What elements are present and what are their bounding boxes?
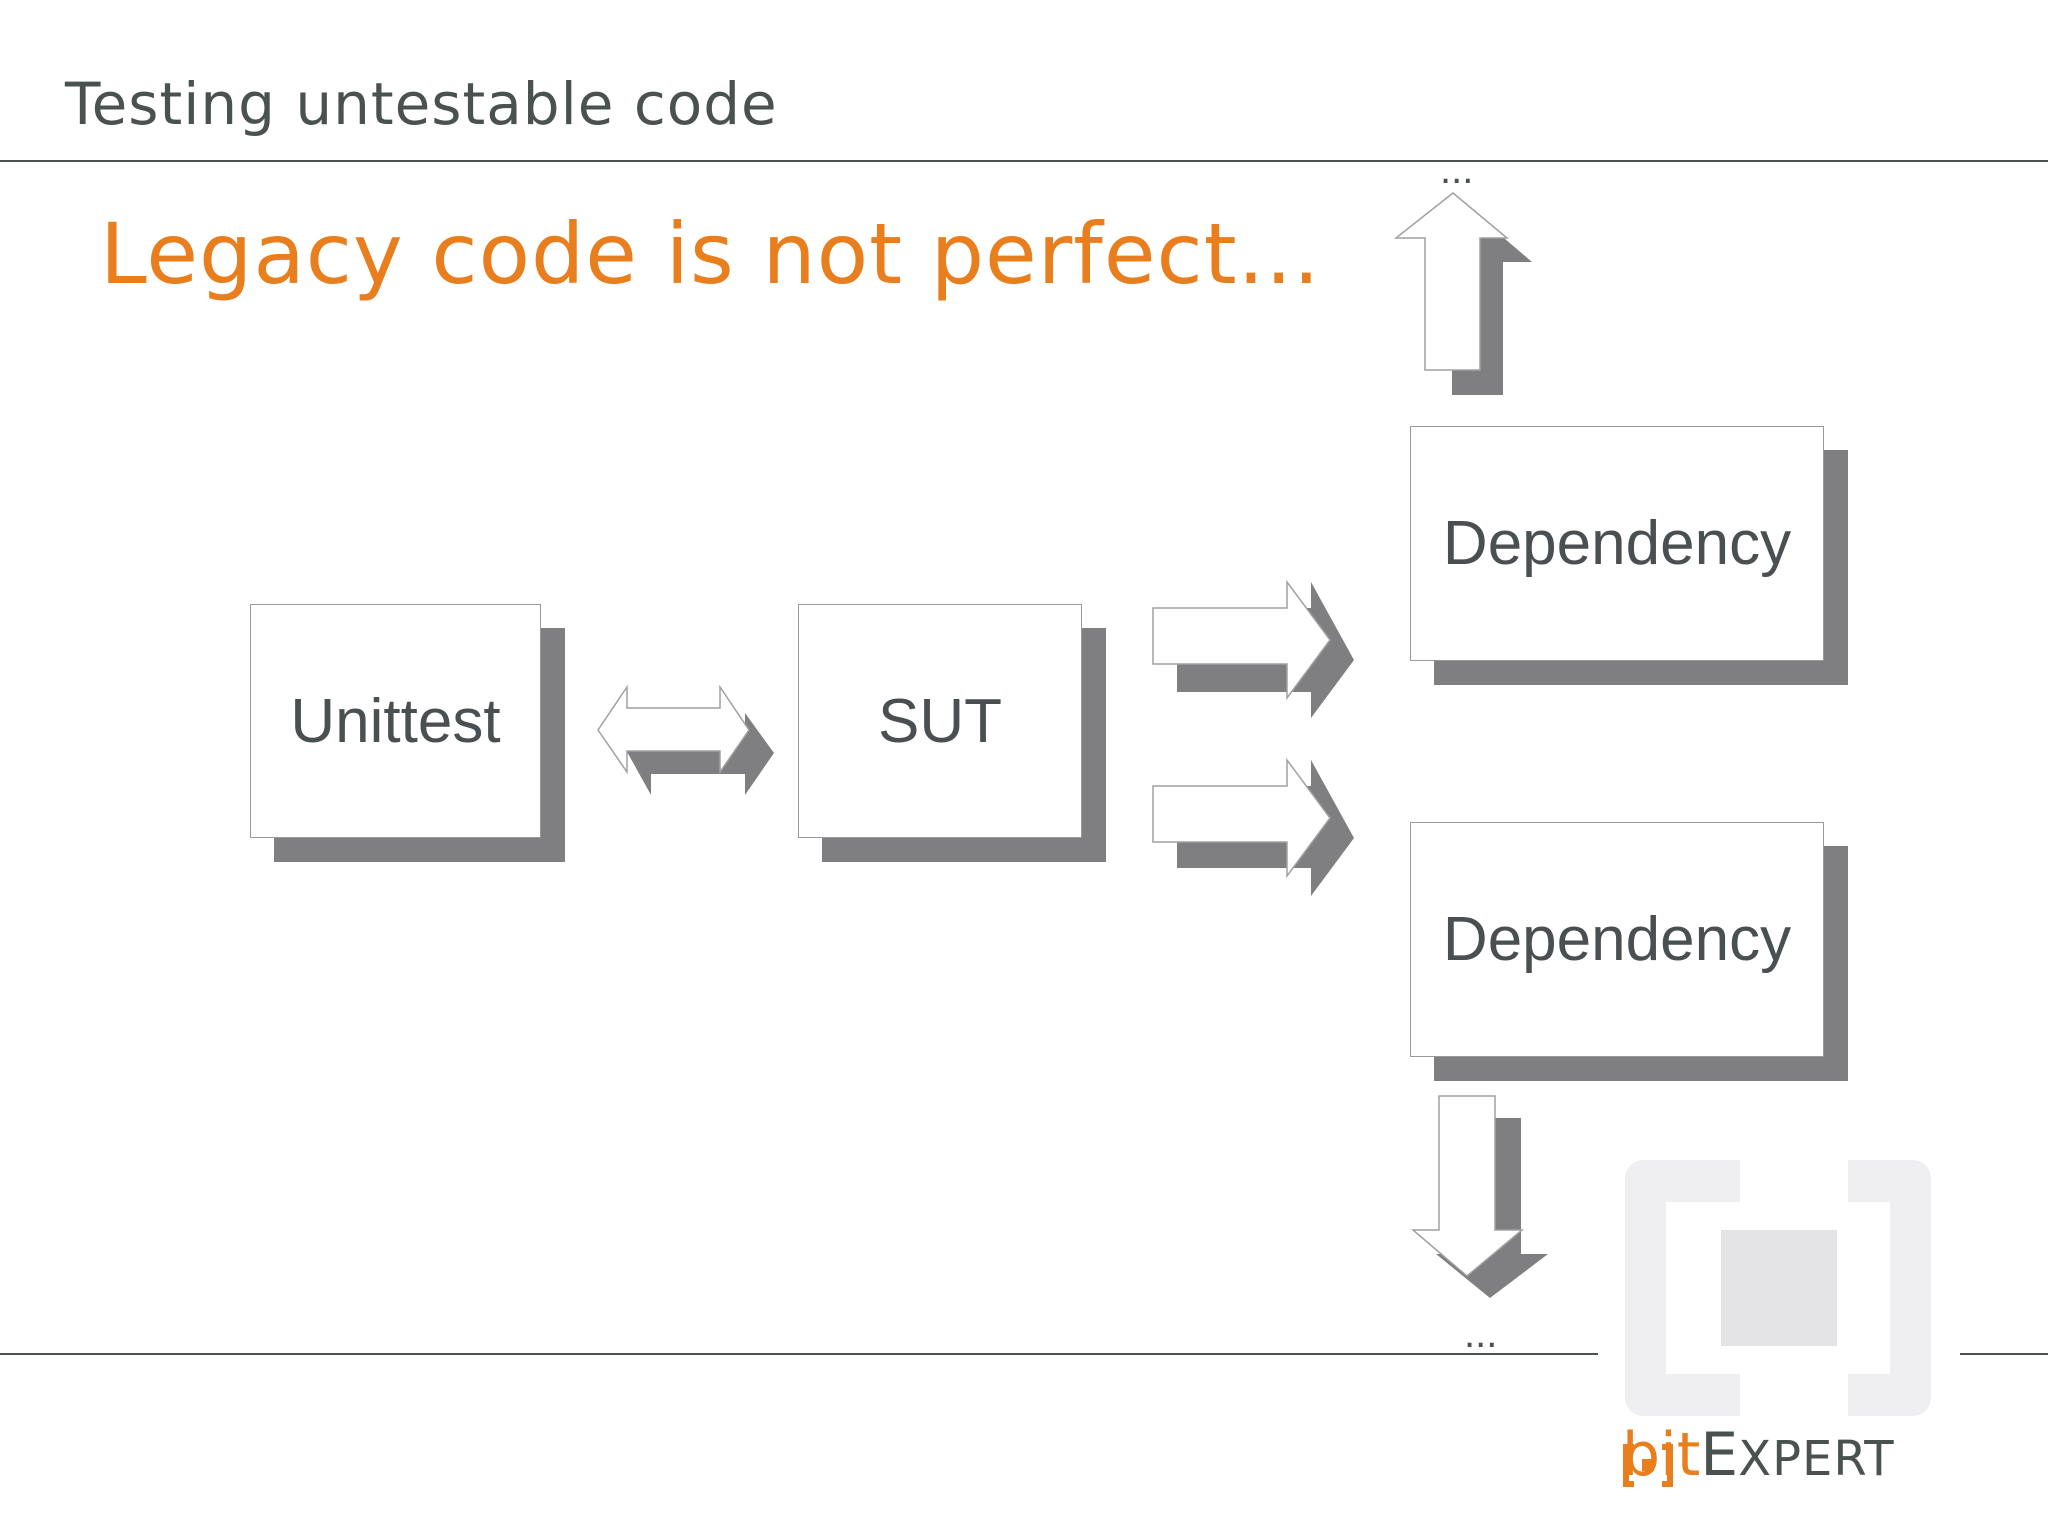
arrow-sut-to-dependency-top: [1152, 579, 1354, 718]
unittest-label: Unittest: [290, 686, 501, 756]
dependency-bottom-box: Dependency: [1410, 822, 1824, 1057]
logo-small-square: [1642, 1459, 1654, 1471]
dependency-top-label: Dependency: [1442, 509, 1792, 578]
bitexpert-logo-mark: [1623, 1160, 1931, 1487]
ellipsis-top: ...: [1440, 148, 1474, 192]
arrow-shape: [1152, 579, 1331, 701]
slide-heading: Legacy code is not perfect...: [100, 205, 1321, 303]
sut-box: SUT: [798, 604, 1082, 838]
sut-label: SUT: [878, 686, 1002, 756]
ellipsis-bottom: ...: [1464, 1312, 1498, 1356]
double-arrow-shape: [597, 684, 750, 775]
arrow-down-from-dependency: [1410, 1095, 1548, 1298]
double-arrow-shadow: [626, 713, 774, 795]
double-arrow-unittest-sut: [597, 684, 774, 795]
logo-small-bracket-right: [1662, 1444, 1673, 1487]
arrow-up-from-dependency: [1393, 192, 1532, 395]
logo-small-bracket-left: [1623, 1444, 1634, 1487]
unittest-box: Unittest: [250, 604, 541, 838]
footer-divider-right: [1960, 1353, 2048, 1355]
brand-suffix-rest: XPERT: [1738, 1431, 1895, 1487]
bitexpert-wordmark: bitEXPERT: [1622, 1425, 1895, 1485]
arrow-shape: [1152, 757, 1331, 879]
logo-gap-bottom: [1740, 1374, 1848, 1416]
dependency-top-box: Dependency: [1410, 426, 1824, 661]
arrow-shape: [1393, 192, 1510, 371]
footer-divider-left: [0, 1353, 1598, 1355]
header-title: Testing untestable code: [65, 70, 778, 138]
brand-prefix: bit: [1622, 1420, 1701, 1490]
arrow-shape: [1410, 1095, 1525, 1277]
logo-gap-top: [1740, 1160, 1848, 1202]
arrow-sut-to-dependency-bottom: [1152, 757, 1354, 896]
header-divider: [0, 160, 2048, 162]
logo-square: [1721, 1230, 1837, 1346]
dependency-bottom-label: Dependency: [1442, 905, 1792, 974]
brand-suffix-initial: E: [1700, 1420, 1739, 1490]
